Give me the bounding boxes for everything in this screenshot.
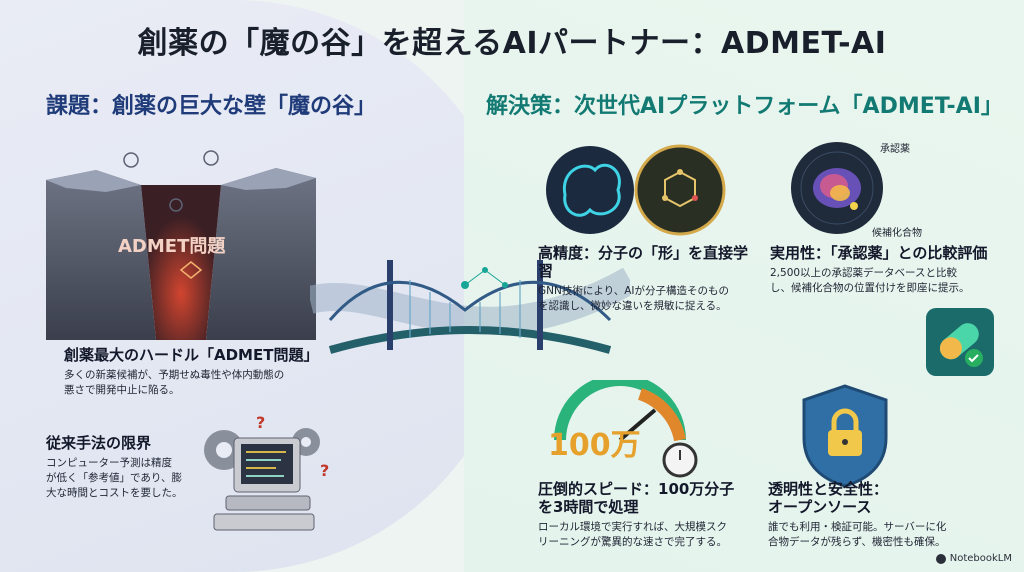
- open-source-desc-1: 誰でも利用・検証可能。サーバーに化: [768, 521, 947, 533]
- legacy-limit-desc-1: コンピューター予測は精度: [46, 457, 172, 469]
- accuracy-desc-1: GNN技術により、AIが分子構造そのもの: [538, 285, 729, 297]
- speed-title-2: を3時間で処理: [538, 498, 639, 516]
- brain-molecule-icon: [546, 144, 726, 236]
- open-source-block: 透明性と安全性： オープンソース 誰でも利用・検証可能。サーバーに化 合物データ…: [768, 480, 988, 550]
- accuracy-desc-2: を認識し、微妙な違いを規敏に捉える。: [538, 300, 727, 313]
- page-title: 創薬の「魔の谷」を超えるAIパートナー：ADMET-AI: [137, 26, 887, 61]
- legacy-limit-block: 従来手法の限界 コンピューター予測は精度 が低く「参考値」であり、膨 大な時間と…: [46, 434, 196, 502]
- notebooklm-label: NotebookLM: [949, 553, 1012, 564]
- speed-block: 圧倒的スピード：100万分子 を3時間で処理 ローカル環境で実行すれば、大規模ス…: [538, 480, 758, 550]
- speed-title-1: 圧倒的スピード：100万分子: [538, 480, 735, 498]
- chasm-label: ADMET問題: [118, 236, 226, 257]
- bridge-illustration: [310, 260, 630, 354]
- practicality-desc-1: 2,500以上の承認薬データベースと比較: [770, 267, 958, 279]
- admet-problem-desc-1: 多くの新薬候補が、予期せぬ毒性や体内動態の: [64, 369, 285, 381]
- legacy-limit-desc-3: 大な時間とコストを要した。: [46, 487, 183, 500]
- svg-text:?: ?: [320, 461, 329, 480]
- speed-desc-2: リーニングが驚異的な速さで完了する。: [538, 536, 727, 549]
- speed-desc-1: ローカル環境で実行すれば、大規模スク: [538, 521, 727, 533]
- chasm-illustration: [46, 150, 316, 340]
- approved-drug-label: 承認薬: [880, 144, 910, 155]
- practicality-block: 実用性：「承認薬」との比較評価 2,500以上の承認薬データベースと比較 し、候…: [770, 244, 990, 296]
- solution-heading: 解決策：次世代AIプラットフォーム「ADMET-AI」: [486, 94, 1003, 119]
- legacy-limit-desc-2: が低く「参考値」であり、膨: [46, 472, 182, 485]
- speed-gauge-icon: [554, 380, 698, 478]
- admet-problem-desc-2: 悪さで開発中止に陥る。: [64, 384, 180, 397]
- accuracy-title: 高精度：分子の「形」を直接学習: [538, 244, 749, 280]
- pill-check-icon: [926, 308, 994, 376]
- candidate-compound-label: 候補化合物: [872, 228, 922, 239]
- admet-problem-title: 創薬最大のハードル「ADMET問題」: [64, 346, 319, 364]
- shield-lock-icon: [802, 384, 888, 488]
- legacy-limit-title: 従来手法の限界: [46, 434, 152, 452]
- open-source-title-2: オープンソース: [768, 498, 872, 516]
- old-computer-icon: ? ?: [204, 413, 329, 531]
- notebooklm-badge: NotebookLM: [935, 553, 1012, 564]
- accuracy-block: 高精度：分子の「形」を直接学習 GNN技術により、AIが分子構造そのもの を認識…: [538, 244, 758, 314]
- speed-number: 100万: [548, 428, 641, 463]
- practicality-desc-2: し、候補化合物の位置付けを即座に提示。: [770, 282, 970, 295]
- svg-text:?: ?: [256, 413, 265, 432]
- approved-drug-map-icon: [791, 142, 883, 234]
- problem-heading: 課題：創薬の巨大な壁「魔の谷」: [46, 94, 377, 119]
- practicality-title: 実用性：「承認薬」との比較評価: [770, 244, 988, 262]
- open-source-title-1: 透明性と安全性：: [768, 480, 889, 498]
- open-source-desc-2: 合物データが残らず、機密性も確保。: [768, 536, 946, 549]
- notebooklm-logo-icon: [935, 553, 946, 564]
- admet-problem-block: 創薬最大のハードル「ADMET問題」 多くの新薬候補が、予期せぬ毒性や体内動態の…: [64, 346, 324, 398]
